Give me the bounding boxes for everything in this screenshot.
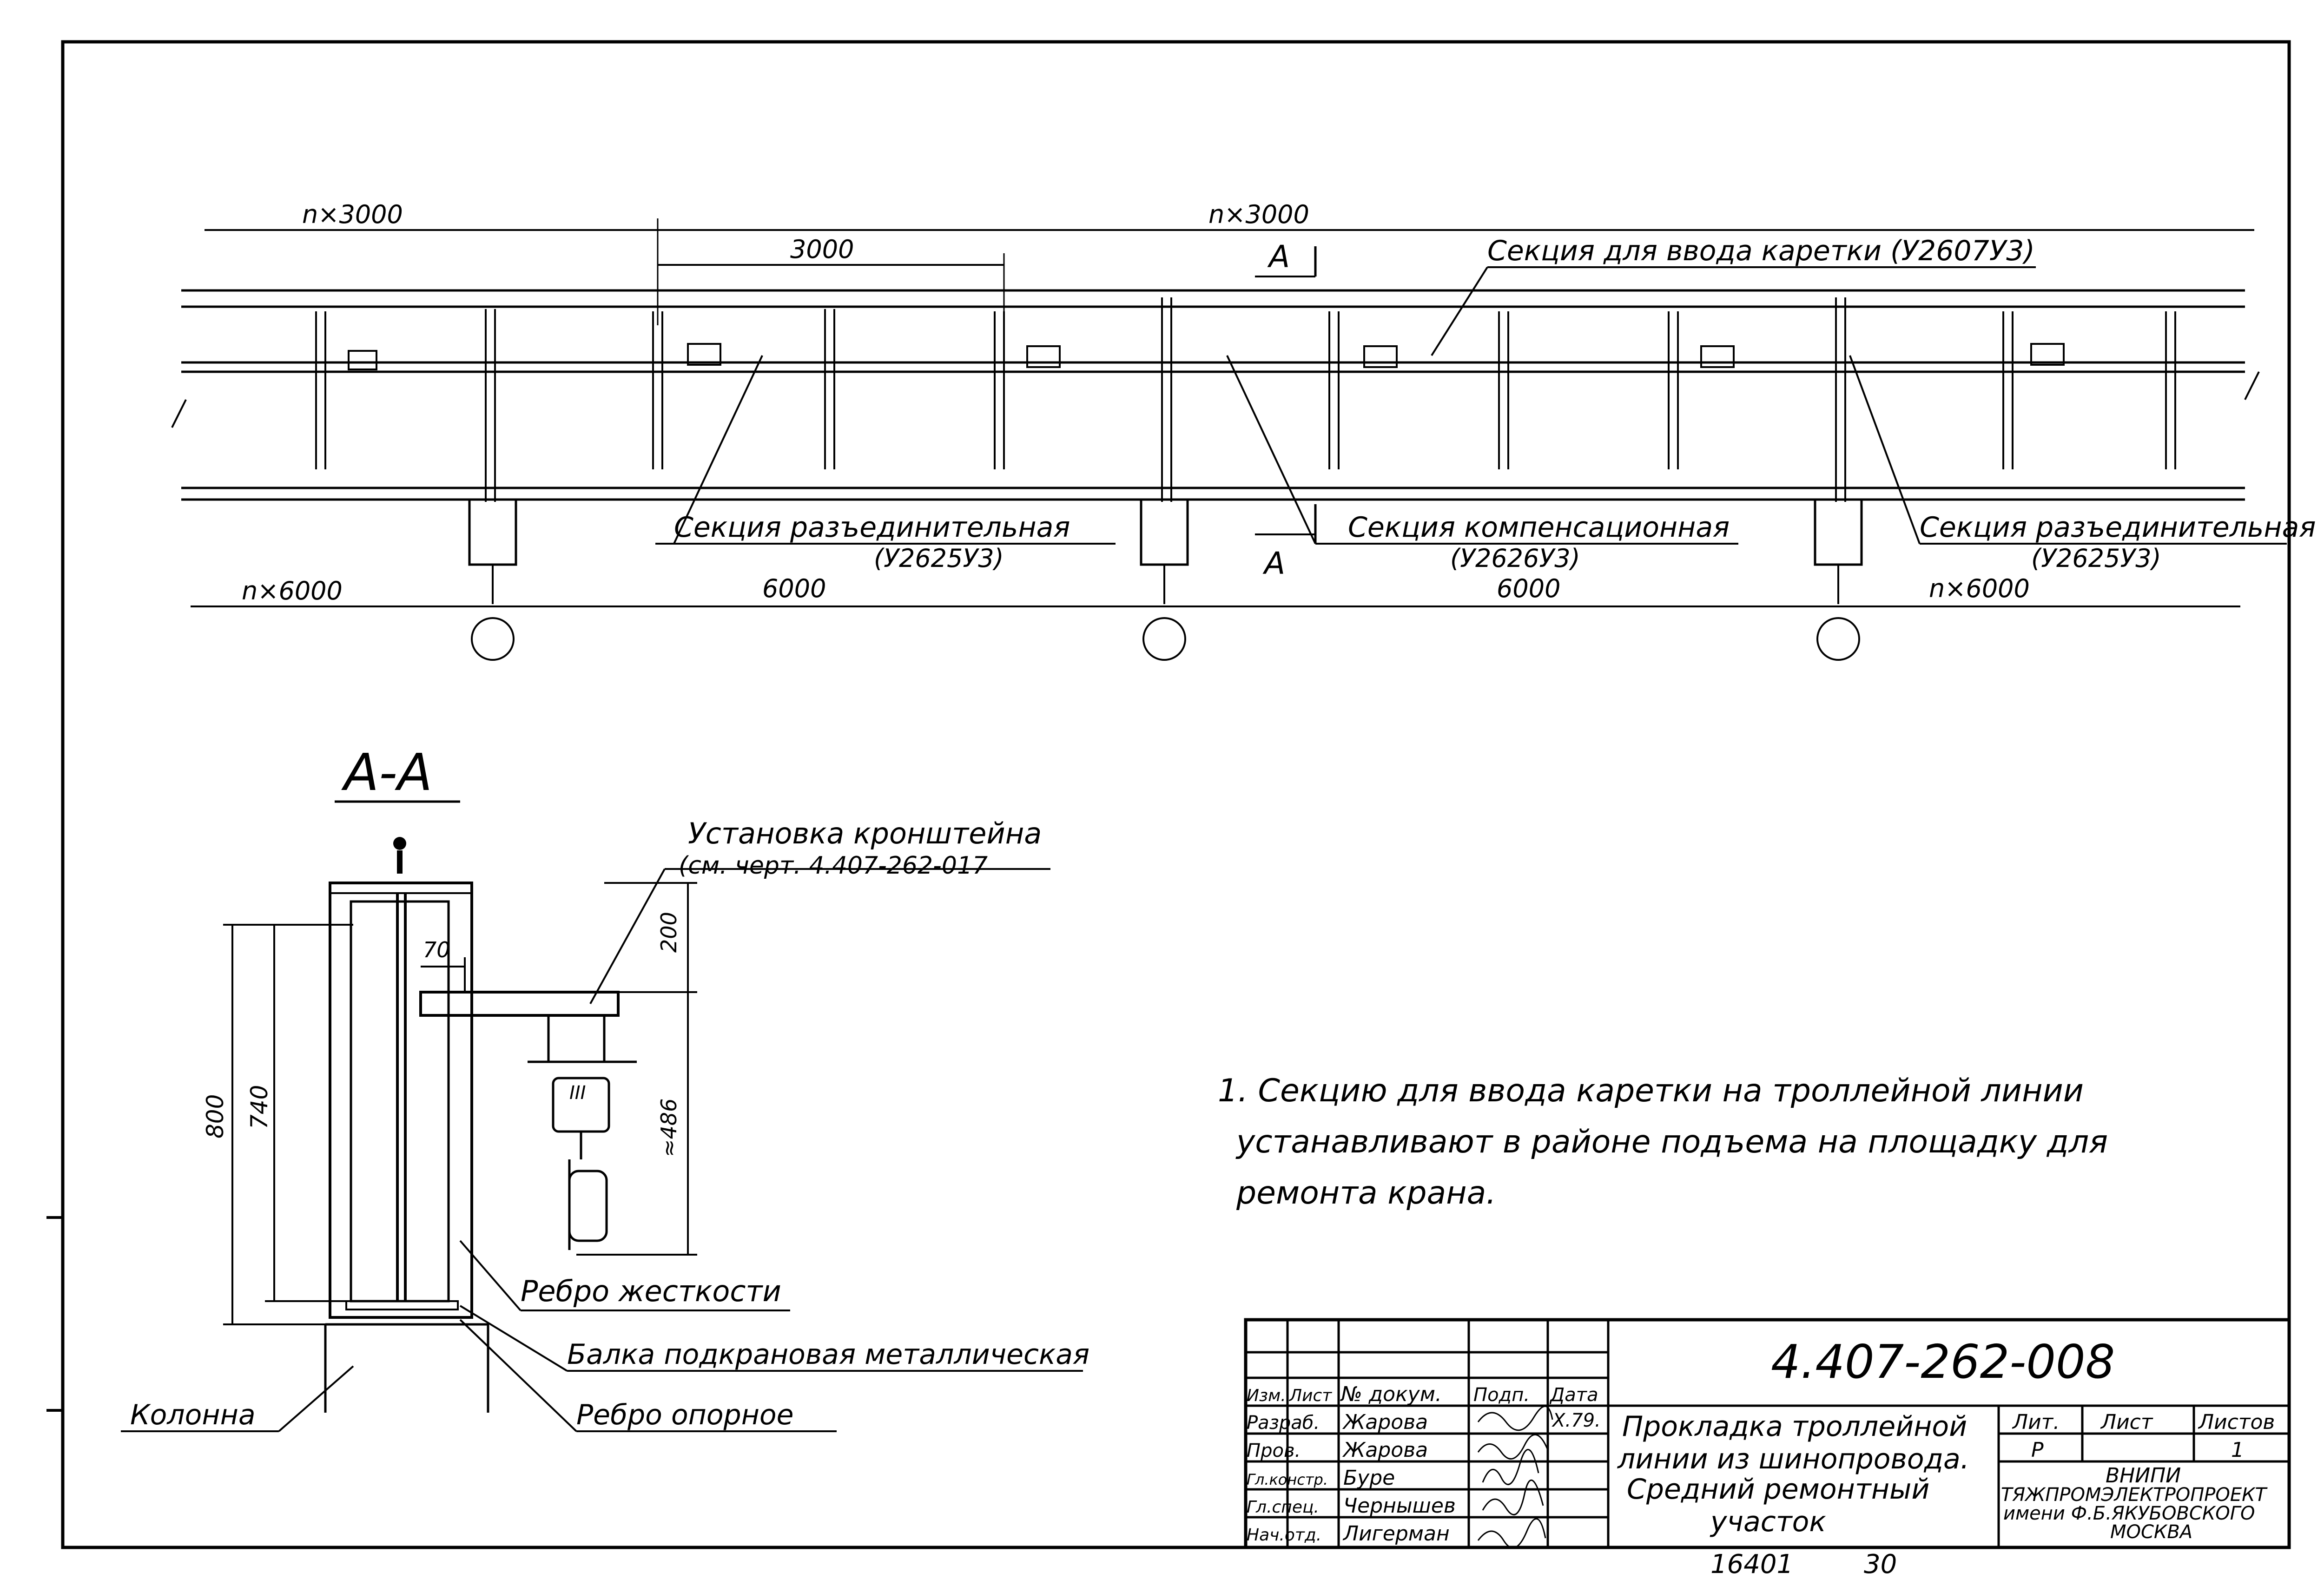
col-header-sheet: Лист: [1288, 1386, 1332, 1405]
name-chief-designer: Буре: [1343, 1466, 1395, 1490]
break-line: [171, 399, 187, 428]
col-header-date: Дата: [1549, 1384, 1598, 1406]
title-line-2: линии из шинопровода.: [1617, 1443, 1969, 1475]
column: [324, 1323, 489, 1413]
name-checker: Жарова: [1342, 1438, 1428, 1462]
note-block: 1. Секцию для ввода каретки на троллейно…: [1218, 1073, 2108, 1211]
dim-n3000-right: n×3000: [1208, 200, 1309, 229]
label-disconnect-left: Секция разъединительная: [674, 511, 1070, 544]
label-carriage-section: Секция для ввода каретки (У2607У3): [1487, 235, 2035, 267]
dim-740: 740: [246, 1085, 273, 1129]
beam-flange-top: [329, 882, 473, 894]
section-leaders: [121, 868, 1083, 1432]
name-dept-head: Лигерман: [1342, 1522, 1450, 1546]
bracket-arm: [419, 991, 620, 1017]
footer-page: 30: [1864, 1549, 1897, 1579]
code-compensation: (У2626У3): [1450, 544, 1580, 573]
column-footing-1: [468, 498, 517, 661]
title-line-1: Прокладка троллейной: [1622, 1410, 1967, 1443]
trolley-plan-view: n×3000 n×3000 3000 A A Секция для ввода …: [171, 200, 2316, 661]
leader-lines: [655, 266, 2287, 545]
title-line-3: Средний ремонтный: [1627, 1473, 1929, 1506]
sheet-label: Лист: [2100, 1410, 2153, 1434]
sheets-value: 1: [2231, 1438, 2244, 1462]
label-disconnect-right: Секция разъединительная: [1920, 511, 2316, 544]
org-line-3: имени Ф.Б.ЯКУБОВСКОГО: [2003, 1503, 2255, 1524]
org-line-2: ТЯЖПРОМЭЛЕКТРОПРОЕКТ: [2001, 1484, 2268, 1506]
column-footing-3: [1814, 498, 1863, 661]
col-header-change: Изм.: [1247, 1386, 1286, 1405]
bracket-ref: (см. черт. 4.407-262-017: [679, 852, 988, 880]
dim-n6000-left: n×6000: [242, 576, 343, 605]
dim-6000-a: 6000: [762, 574, 826, 603]
dim-3000: 3000: [790, 235, 854, 264]
date-value: X.79.: [1552, 1410, 1601, 1431]
label-rib: Ребро жесткости: [521, 1274, 781, 1308]
sheet-frame: [61, 40, 2291, 1549]
role-developer: Разраб.: [1247, 1412, 1320, 1434]
column-footing-2: [1140, 498, 1189, 661]
label-beam: Балка подкрановая металлическая: [567, 1338, 1089, 1371]
code-disconnect-right: (У2625У3): [2031, 544, 2161, 573]
label-support-rib: Ребро опорное: [576, 1399, 794, 1431]
column-axis-marker: [471, 617, 515, 661]
section-title: А-А: [341, 743, 432, 802]
busbar-box-marks: III: [569, 1082, 586, 1104]
note-line-2: устанавливают в районе подъема на площад…: [1235, 1124, 2108, 1160]
dim-800: 800: [202, 1094, 229, 1138]
carriage-body: [568, 1170, 608, 1242]
role-chief-designer: Гл.констр.: [1247, 1471, 1328, 1488]
footer-code: 16401: [1710, 1549, 1793, 1579]
dim-70: 70: [423, 937, 450, 962]
label-compensation: Секция компенсационная: [1348, 511, 1730, 544]
name-chief-specialist: Чернышев: [1343, 1494, 1456, 1518]
section-a-a: А-А III: [121, 743, 1089, 1432]
name-developer: Жарова: [1342, 1410, 1428, 1434]
stage-label: Лит.: [2012, 1410, 2060, 1434]
support-plate: [345, 1300, 459, 1310]
label-column: Колонна: [130, 1399, 256, 1431]
section-mark-top: A: [1267, 239, 1290, 275]
title-block: Изм. Лист № докум. Подп. Дата Разраб. Пр…: [1244, 1318, 2291, 1579]
role-checker: Пров.: [1247, 1440, 1301, 1461]
code-disconnect-left: (У2625У3): [874, 544, 1004, 573]
dim-n6000-right: n×6000: [1929, 574, 2030, 603]
dim-200: 200: [656, 912, 681, 953]
stiffener-posts: [315, 297, 2176, 502]
org-line-4: МОСКВА: [2110, 1521, 2192, 1543]
dim-6000-b: 6000: [1497, 574, 1560, 603]
role-chief-specialist: Гл.спец.: [1247, 1498, 1319, 1517]
stage-value: Р: [2031, 1438, 2044, 1462]
rail-head: [393, 837, 406, 850]
section-dimension-lines: [223, 882, 697, 1325]
dim-n3000-left: n×3000: [302, 200, 403, 229]
org-line-1: ВНИПИ: [2106, 1464, 2181, 1487]
dim-486: ≈486: [656, 1099, 681, 1157]
role-dept-head: Нач.отд.: [1247, 1526, 1321, 1545]
bracket-label: Установка кронштейна: [688, 816, 1042, 850]
bracket-plates: [348, 343, 2065, 370]
note-line-1: 1. Секцию для ввода каретки на троллейно…: [1218, 1073, 2084, 1109]
col-header-doc: № докум.: [1340, 1382, 1442, 1406]
title-line-4: участок: [1710, 1506, 1826, 1538]
signature-scribbles: [1477, 1405, 1553, 1549]
doc-number: 4.407-262-008: [1771, 1335, 2115, 1389]
break-line: [2244, 371, 2260, 400]
col-header-sign: Подп.: [1473, 1384, 1530, 1406]
note-line-3: ремонта крана.: [1236, 1175, 1496, 1211]
section-mark-bottom: A: [1262, 546, 1285, 581]
sheets-label: Листов: [2198, 1410, 2275, 1434]
column-axis-marker: [1142, 617, 1186, 661]
column-axis-marker: [1816, 617, 1860, 661]
